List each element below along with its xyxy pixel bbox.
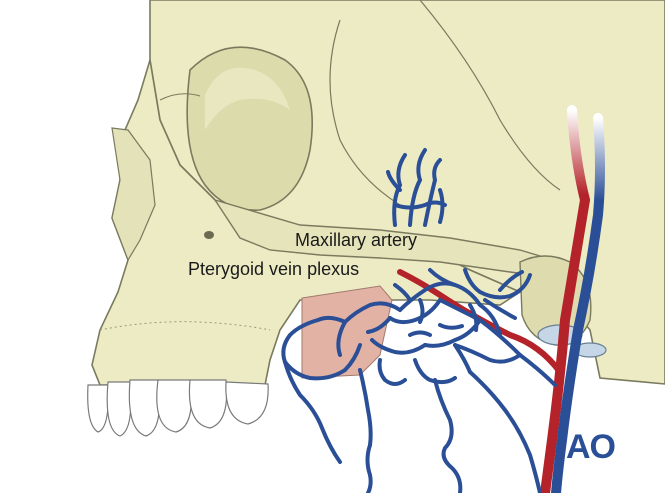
infraorbital-foramen [204,231,214,239]
muscle-patch [301,285,393,379]
alveolar-ridge [99,321,271,331]
label-maxillary-artery: Maxillary artery [295,230,418,250]
orbital-venous-network [386,148,447,227]
temporal-line [329,19,401,206]
suture-line-2 [159,93,201,101]
teeth [87,379,269,437]
retromandibular-vein [551,113,605,493]
suture-line [419,0,561,191]
label-pterygoid-vein-plexus: Pterygoid vein plexus [188,259,360,279]
ao-logo: AO [566,428,616,466]
nasal-bone [111,127,156,262]
orbit-highlight [205,67,290,130]
external-carotid-artery [540,105,591,493]
pterygoid-plexus [281,268,557,493]
